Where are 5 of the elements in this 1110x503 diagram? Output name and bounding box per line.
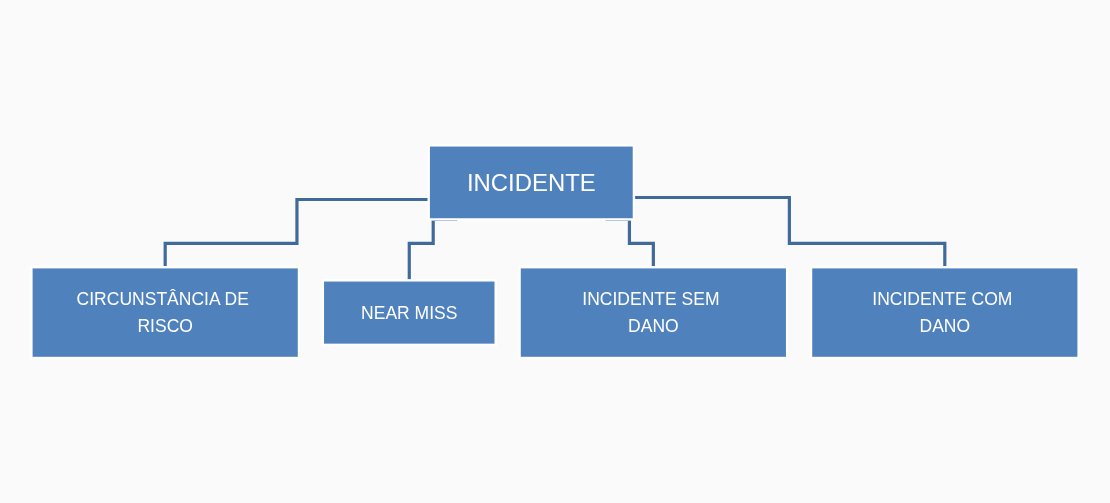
node-box: INCIDENTE SEM DANO [518,265,789,359]
node-box: CIRCUNSTÂNCIA DE RISCO [30,265,301,359]
node-box: INCIDENTE COM DANO [809,265,1080,359]
node-box: INCIDENTE [427,144,636,221]
node-box: NEAR MISS [321,278,497,346]
